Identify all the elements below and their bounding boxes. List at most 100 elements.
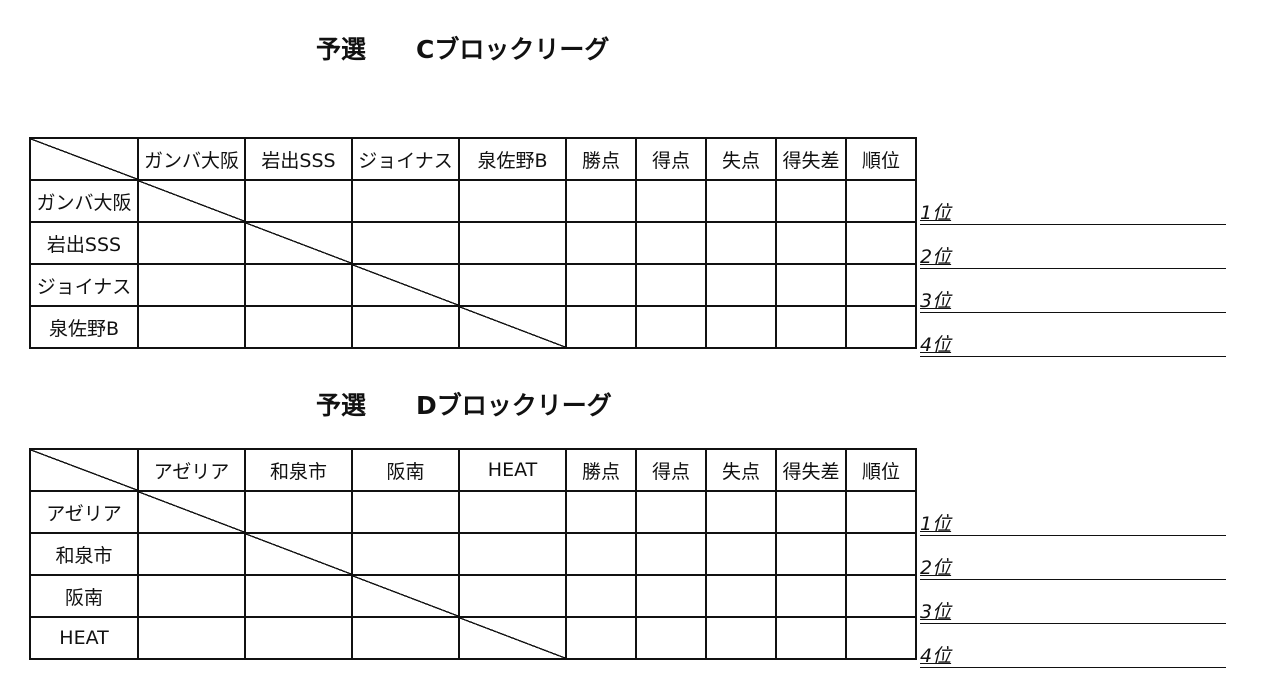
result-cell [244, 574, 353, 618]
column-goal-difference: 得失差 [775, 448, 847, 492]
stat-cell [565, 532, 637, 576]
stat-cell [705, 179, 777, 223]
stat-cell [845, 616, 917, 660]
result-cell [351, 532, 460, 576]
stat-cell [635, 574, 707, 618]
rank-line[interactable]: 1位 [920, 492, 1226, 536]
column-team-3: ジョイナス [351, 137, 460, 181]
result-cell [458, 490, 567, 534]
stat-cell [845, 221, 917, 265]
section-title-c: 予選 Cブロックリーグ [316, 35, 610, 64]
rank-lines-c: 1位 2位 3位 4位 [920, 181, 1226, 357]
column-goals-against: 失点 [705, 448, 777, 492]
stat-cell [775, 490, 847, 534]
rank-lines-d: 1位 2位 3位 4位 [920, 492, 1226, 668]
result-cell [244, 305, 353, 349]
result-cell [458, 574, 567, 618]
row-team-3: 阪南 [29, 574, 139, 618]
stat-cell [705, 221, 777, 265]
table-row: 岩出SSS [29, 221, 917, 265]
stat-cell [705, 490, 777, 534]
stat-cell [845, 179, 917, 223]
result-cell [351, 305, 460, 349]
result-cell [137, 532, 246, 576]
rank-label: 2位 [920, 557, 952, 579]
stat-cell [565, 221, 637, 265]
header-row: ガンバ大阪 岩出SSS ジョイナス 泉佐野B 勝点 得点 失点 得失差 順位 [29, 137, 917, 181]
column-goals-against: 失点 [705, 137, 777, 181]
stat-cell [565, 179, 637, 223]
result-cell [244, 490, 353, 534]
stat-cell [845, 574, 917, 618]
rank-label: 3位 [920, 601, 952, 623]
stat-cell [845, 263, 917, 307]
table-row: 泉佐野B [29, 305, 917, 349]
self-match-cell [244, 532, 353, 576]
stat-cell [635, 221, 707, 265]
rank-label: 3位 [920, 290, 952, 312]
league-table-d: アゼリア 和泉市 阪南 HEAT 勝点 得点 失点 得失差 順位 アゼリア 和泉… [29, 448, 917, 660]
rank-label: 2位 [920, 246, 952, 268]
column-points: 勝点 [565, 448, 637, 492]
column-team-4: HEAT [458, 448, 567, 492]
stat-cell [775, 574, 847, 618]
row-team-2: 岩出SSS [29, 221, 139, 265]
rank-line[interactable]: 1位 [920, 181, 1226, 225]
result-cell [458, 179, 567, 223]
result-cell [137, 305, 246, 349]
stat-cell [775, 305, 847, 349]
column-rank: 順位 [845, 137, 917, 181]
result-cell [351, 179, 460, 223]
column-goals-for: 得点 [635, 448, 707, 492]
stat-cell [775, 221, 847, 265]
table-row: 和泉市 [29, 532, 917, 576]
stat-cell [845, 305, 917, 349]
column-team-2: 和泉市 [244, 448, 353, 492]
result-cell [351, 490, 460, 534]
stat-cell [565, 490, 637, 534]
column-goal-difference: 得失差 [775, 137, 847, 181]
league-table-c: ガンバ大阪 岩出SSS ジョイナス 泉佐野B 勝点 得点 失点 得失差 順位 ガ… [29, 137, 917, 349]
result-cell [351, 616, 460, 660]
stat-cell [775, 532, 847, 576]
self-match-cell [137, 490, 246, 534]
section-title-d: 予選 Dブロックリーグ [316, 391, 612, 420]
result-cell [458, 263, 567, 307]
self-match-cell [458, 305, 567, 349]
stat-cell [635, 179, 707, 223]
column-team-1: アゼリア [137, 448, 246, 492]
stat-cell [775, 616, 847, 660]
stat-cell [565, 574, 637, 618]
result-cell [137, 263, 246, 307]
result-cell [137, 221, 246, 265]
rank-label: 4位 [920, 334, 952, 356]
rank-line[interactable]: 4位 [920, 624, 1226, 668]
column-rank: 順位 [845, 448, 917, 492]
stat-cell [775, 179, 847, 223]
rank-line[interactable]: 3位 [920, 580, 1226, 624]
row-team-4: 泉佐野B [29, 305, 139, 349]
rank-line[interactable]: 2位 [920, 225, 1226, 269]
stat-cell [705, 305, 777, 349]
column-team-2: 岩出SSS [244, 137, 353, 181]
stat-cell [705, 574, 777, 618]
self-match-cell [351, 263, 460, 307]
column-points: 勝点 [565, 137, 637, 181]
result-cell [458, 532, 567, 576]
row-team-4: HEAT [29, 616, 139, 660]
result-cell [351, 221, 460, 265]
corner-cell [29, 448, 139, 492]
table-row: 阪南 [29, 574, 917, 618]
stat-cell [705, 532, 777, 576]
rank-line[interactable]: 3位 [920, 269, 1226, 313]
rank-line[interactable]: 4位 [920, 313, 1226, 357]
rank-line[interactable]: 2位 [920, 536, 1226, 580]
self-match-cell [458, 616, 567, 660]
table-row: アゼリア [29, 490, 917, 534]
stat-cell [635, 532, 707, 576]
rank-label: 1位 [920, 513, 952, 535]
stat-cell [845, 532, 917, 576]
column-team-4: 泉佐野B [458, 137, 567, 181]
rank-label: 1位 [920, 202, 952, 224]
corner-cell [29, 137, 139, 181]
